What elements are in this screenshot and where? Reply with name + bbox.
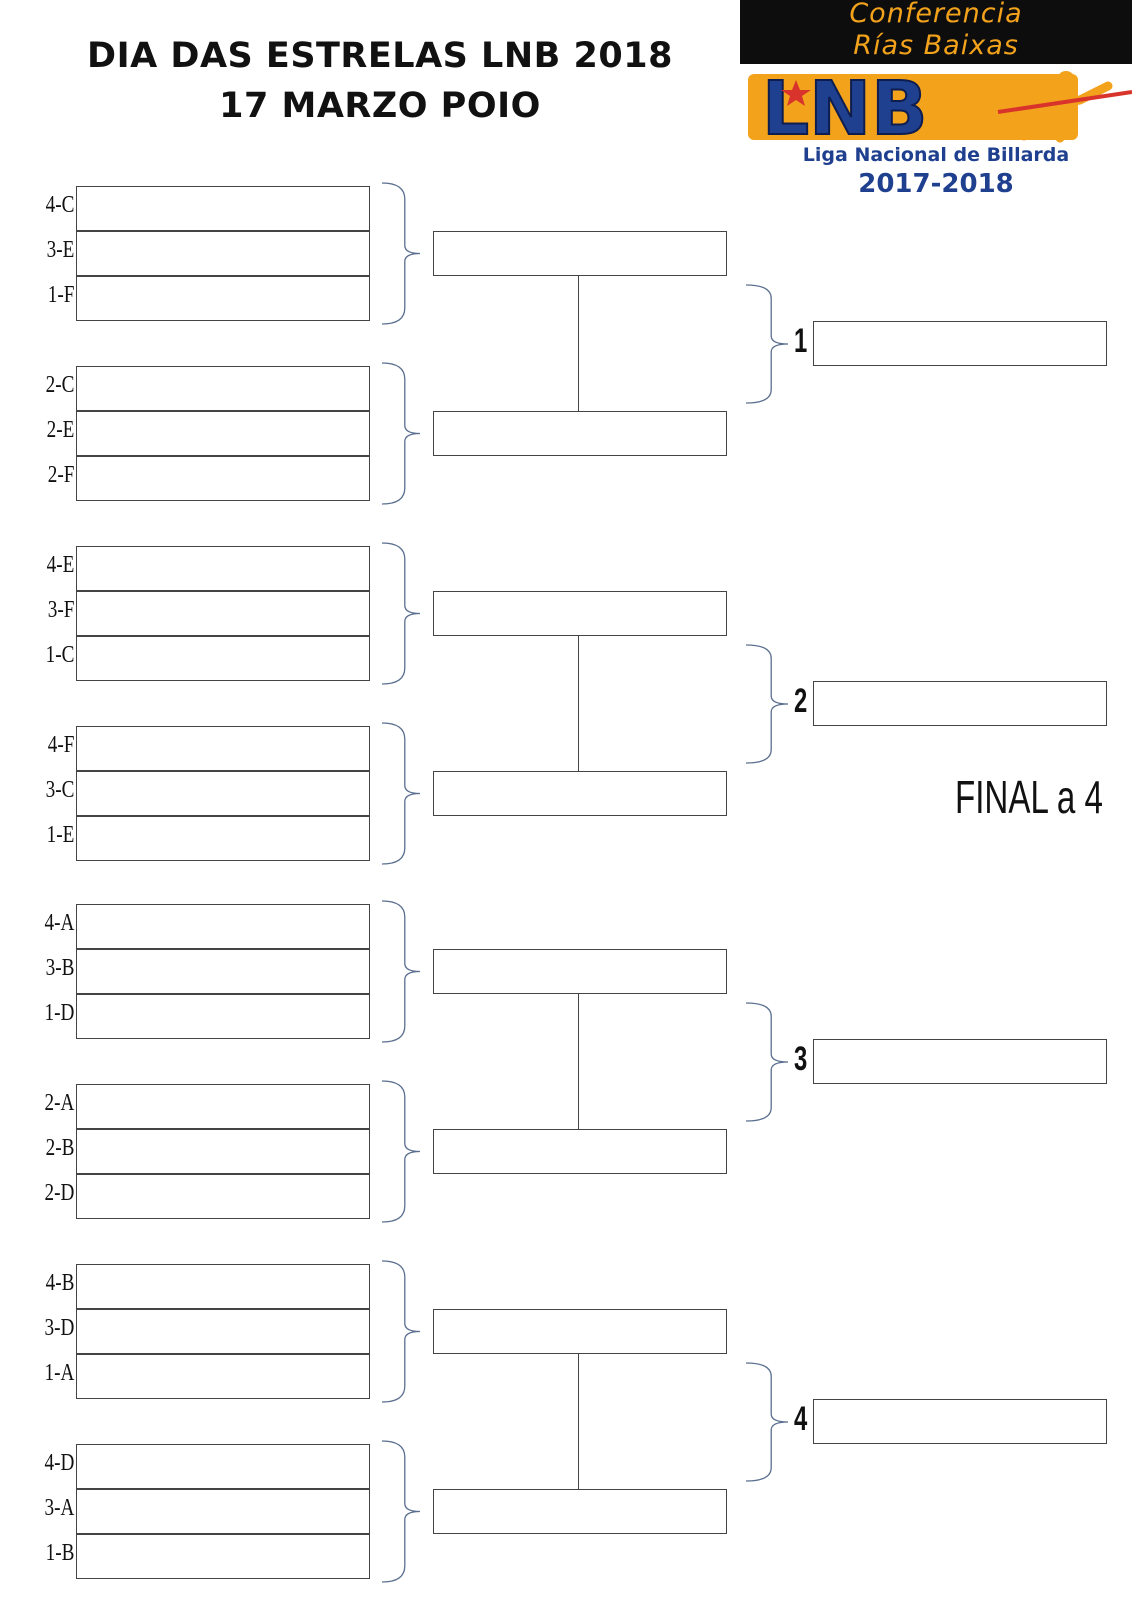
seed-label: 3-A [44, 1495, 75, 1521]
semifinal-slot[interactable] [433, 591, 727, 636]
final-slot[interactable] [813, 1399, 1107, 1444]
seed-slot[interactable] [76, 1084, 370, 1129]
logo-banner [740, 0, 1132, 64]
semifinal-connector [578, 994, 579, 1129]
logo-league-name: Liga Nacional de Billarda [802, 144, 1070, 166]
semifinal-slot[interactable] [433, 411, 727, 456]
logo-brand-text: LNB [762, 66, 928, 144]
seed-slot[interactable] [76, 231, 370, 276]
seed-label: 4-D [44, 1450, 75, 1476]
seed-label: 1-A [44, 1360, 75, 1386]
seed-slot[interactable] [76, 546, 370, 591]
billarda-stick-icon [997, 90, 1132, 114]
semifinal-connector [578, 276, 579, 411]
semifinal-slot[interactable] [433, 231, 727, 276]
seed-slot[interactable] [76, 1264, 370, 1309]
seed-slot[interactable] [76, 636, 370, 681]
seed-slot[interactable] [76, 366, 370, 411]
seed-label: 4-A [44, 910, 75, 936]
seed-slot[interactable] [76, 904, 370, 949]
seed-label: 4-F [47, 732, 75, 758]
seed-label: 3-E [46, 237, 75, 263]
seed-slot[interactable] [76, 456, 370, 501]
seed-label: 2-D [44, 1180, 75, 1206]
seed-slot[interactable] [76, 1534, 370, 1579]
seed-label: 3-F [47, 597, 75, 623]
page-title: DIA DAS ESTRELAS LNB 2018 [87, 36, 673, 76]
seed-slot[interactable] [76, 949, 370, 994]
star-icon [781, 80, 811, 106]
final-slot[interactable] [813, 1039, 1107, 1084]
seed-slot[interactable] [76, 994, 370, 1039]
group-brace [745, 643, 789, 764]
group-brace [745, 1001, 789, 1122]
group-brace [745, 283, 789, 404]
seed-slot[interactable] [76, 1129, 370, 1174]
seed-slot[interactable] [76, 411, 370, 456]
seed-slot[interactable] [76, 771, 370, 816]
seed-slot[interactable] [76, 726, 370, 771]
logo-conference-line1: Conferencia [849, 0, 1023, 29]
seed-slot[interactable] [76, 1309, 370, 1354]
trio-brace [381, 1440, 421, 1583]
final-slot[interactable] [813, 681, 1107, 726]
trio-brace [381, 182, 421, 325]
seed-label: 2-B [45, 1135, 75, 1161]
lnb-emblem: LNB [748, 66, 1132, 144]
seed-slot[interactable] [76, 1354, 370, 1399]
group-number: 2 [794, 681, 808, 720]
seed-label: 3-B [45, 955, 75, 981]
seed-label: 4-C [45, 192, 75, 218]
trio-brace [381, 362, 421, 505]
semifinal-connector [578, 1354, 579, 1489]
seed-slot[interactable] [76, 186, 370, 231]
seed-label: 3-D [44, 1315, 75, 1341]
final-label: FINAL a 4 [955, 771, 1103, 823]
seed-slot[interactable] [76, 1174, 370, 1219]
seed-label: 1-F [47, 282, 75, 308]
seed-label: 1-C [45, 642, 75, 668]
seed-slot[interactable] [76, 1444, 370, 1489]
seed-label: 4-E [46, 552, 75, 578]
seed-slot[interactable] [76, 591, 370, 636]
seed-slot[interactable] [76, 816, 370, 861]
seed-label: 4-B [45, 1270, 75, 1296]
seed-label: 3-C [45, 777, 75, 803]
semifinal-slot[interactable] [433, 1309, 727, 1354]
group-brace [745, 1361, 789, 1482]
lnb-logo: Conferencia Rías Baixas LNB Liga Naciona… [740, 0, 1132, 205]
group-number: 4 [794, 1399, 808, 1438]
final-slot[interactable] [813, 321, 1107, 366]
semifinal-slot[interactable] [433, 1489, 727, 1534]
seed-label: 1-E [46, 822, 75, 848]
seed-label: 2-F [47, 462, 75, 488]
trio-brace [381, 1260, 421, 1403]
seed-slot[interactable] [76, 276, 370, 321]
seed-label: 2-E [46, 417, 75, 443]
logo-conference-line2: Rías Baixas [853, 30, 1019, 61]
semifinal-connector [578, 636, 579, 771]
trio-brace [381, 722, 421, 865]
seed-label: 2-C [45, 372, 75, 398]
event-date-location: 17 MARZO POIO [219, 86, 541, 126]
player-head-icon [1057, 71, 1075, 89]
trio-brace [381, 1080, 421, 1223]
group-number: 3 [794, 1039, 808, 1078]
seed-label: 2-A [44, 1090, 75, 1116]
seed-label: 1-B [45, 1540, 75, 1566]
group-number: 1 [794, 321, 808, 360]
seed-label: 1-D [44, 1000, 75, 1026]
seed-slot[interactable] [76, 1489, 370, 1534]
semifinal-slot[interactable] [433, 771, 727, 816]
semifinal-slot[interactable] [433, 949, 727, 994]
trio-brace [381, 542, 421, 685]
logo-season: 2017-2018 [858, 169, 1014, 199]
trio-brace [381, 900, 421, 1043]
semifinal-slot[interactable] [433, 1129, 727, 1174]
